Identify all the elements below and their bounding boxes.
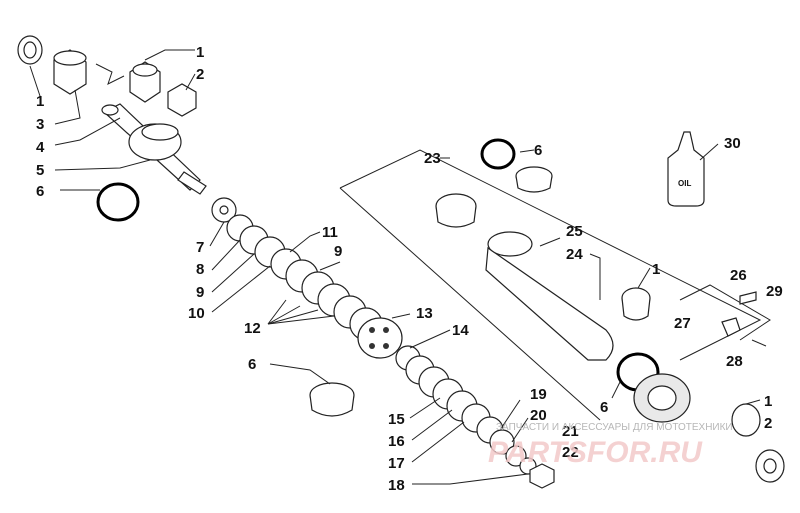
callout-16: 16: [388, 433, 405, 450]
watermark: ЗАПЧАСТИ И АКСЕССУАРЫ ДЛЯ МОТОТЕХНИКИ PA…: [488, 422, 733, 469]
callout-9: 9: [196, 284, 204, 301]
callout-6: 6: [534, 142, 542, 159]
callout-5: 5: [36, 162, 44, 179]
sleeve-right: [167, 83, 197, 117]
seal-cup: [309, 382, 355, 417]
shim-stack-upper: [211, 197, 383, 341]
callout-1: 1: [764, 393, 772, 410]
callout-27: 27: [674, 315, 691, 332]
callout-6: 6: [36, 183, 44, 200]
callout-13: 13: [416, 305, 433, 322]
callout-10: 10: [188, 305, 205, 322]
callout-7: 7: [196, 239, 204, 256]
watermark-logo: PARTSFOR.RU: [488, 436, 703, 469]
callout-6: 6: [248, 356, 256, 373]
callout-17: 17: [388, 455, 405, 472]
oil-label: OIL: [678, 179, 691, 188]
callout-18: 18: [388, 477, 405, 494]
callout-30: 30: [724, 135, 741, 152]
callout-8: 8: [196, 261, 204, 278]
nut: [529, 463, 555, 489]
callout-6: 6: [600, 399, 608, 416]
threaded-end: [177, 171, 207, 195]
upper-bushing-group: [17, 35, 197, 117]
shaft-assembly: [96, 103, 207, 222]
callout-3: 3: [36, 116, 44, 133]
callout-26: 26: [730, 267, 747, 284]
callout-14: 14: [452, 322, 469, 339]
piston: [357, 317, 403, 359]
shock-body: [485, 246, 614, 361]
callout-numbers: 1 2 1 3 4 5 6 7 8 9 10 11 9 12 13 14 6 1…: [36, 44, 783, 494]
callout-21: 21: [562, 423, 579, 440]
callout-9: 9: [334, 243, 342, 260]
shock-body-group: [339, 138, 762, 423]
callout-4: 4: [36, 139, 45, 156]
callout-22: 22: [562, 444, 579, 461]
lower-bushing-group: [731, 403, 785, 483]
callout-2: 2: [196, 66, 204, 83]
callout-15: 15: [388, 411, 405, 428]
leader-lines: [29, 49, 761, 485]
callout-11: 11: [322, 224, 338, 241]
valve-group: [679, 284, 771, 347]
callout-1: 1: [196, 44, 204, 61]
callout-23: 23: [424, 150, 441, 167]
callout-12: 12: [244, 320, 261, 337]
callout-28: 28: [726, 353, 743, 370]
callout-2: 2: [764, 415, 772, 432]
callout-24: 24: [566, 246, 583, 263]
callout-1: 1: [652, 261, 660, 278]
callout-1: 1: [36, 93, 44, 110]
callout-20: 20: [530, 407, 547, 424]
oil-bottle: OIL: [667, 131, 705, 207]
shim-stack-lower: [395, 345, 555, 489]
o-ring: [96, 182, 140, 222]
callout-25: 25: [566, 223, 583, 240]
watermark-caption: ЗАПЧАСТИ И АКСЕССУАРЫ ДЛЯ МОТОТЕХНИКИ: [496, 422, 733, 433]
callout-29: 29: [766, 283, 783, 300]
callout-19: 19: [530, 386, 547, 403]
